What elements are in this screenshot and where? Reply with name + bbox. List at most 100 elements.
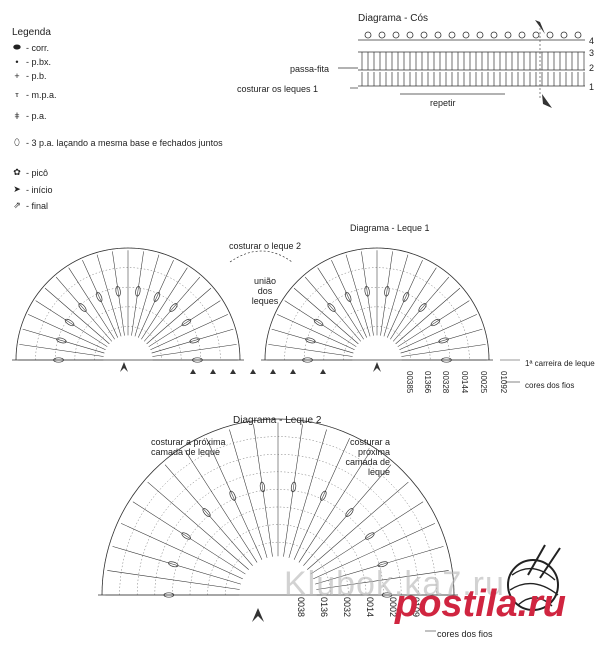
leque1-title: Diagrama - Leque 1 [350,223,430,233]
chain-icon: ⬬ [13,42,21,52]
cos-row-2: 2 [589,63,595,73]
leque1-code: 01092 [499,371,508,394]
leque2-fan-stitch [310,501,424,575]
leque2-fan-cluster [320,490,327,501]
picot-mark [462,31,470,39]
leque2-fan-cluster [229,490,236,501]
double-crochet-icon: ǂ [14,111,20,121]
picot-mark [448,31,456,39]
leque2-fan-stitch [313,523,436,580]
leque1-fan-left-cluster [169,303,178,312]
leque2-fan-cluster [202,508,211,517]
join-marker [250,369,256,374]
leque1-fan-right-stitch [380,251,393,336]
start-arrow-icon: ➤ [13,184,21,194]
leque2-fan-stitch [120,523,243,580]
leque1-fan-left-ring [15,247,241,361]
knitting-needle-icon [539,547,561,579]
join-marker [320,369,326,374]
leque1-fan-right-stitch [401,344,486,357]
join-marker [270,369,276,374]
leque2-fan-stitch [253,424,273,557]
leque1-fan-right-cluster [313,318,324,327]
knitting-needle-icon [527,544,546,576]
leque1-fan-left-cluster [135,285,141,297]
legend-item-inicio: ➤- início [13,184,53,195]
leque1-uniao: união dos leques [251,276,279,306]
picot-mark [420,31,428,39]
leque2-fan-cluster [181,532,191,540]
legend-item-final: ⇗- final [13,200,49,211]
leque2-title: Diagrama - Leque 2 [233,415,322,426]
join-marker [230,369,236,374]
leque1-fan-left-stitch [28,314,106,351]
leque1-fan-left-stitch [131,251,144,336]
start-marker [120,362,128,372]
picot-mark [504,31,512,39]
leque2-fan-ring [101,418,455,596]
leque1-cores: cores dos fios [525,381,575,390]
leque1-fan-right-stitch [317,267,364,340]
leque1-fan-left-stitch [148,300,221,347]
leque1-fan-left-stitch [141,267,188,340]
leque1-fan-left-stitch [146,287,212,345]
start-marker [252,608,264,622]
leque1-fan-right-cluster [402,291,410,302]
leque2-fan-stitch [229,429,268,558]
leque1-fan-left-stitch [137,260,174,338]
leque1-fan-left-stitch [112,251,125,336]
leque2-fan-stitch [184,449,258,563]
leque2-fan-stitch [307,481,409,570]
leque1-code: 00144 [460,371,469,394]
leque2-right-note: costurar a próxima camada de leque [345,437,390,477]
picot-mark [406,31,414,39]
leque1-fan-left-stitch [68,267,115,340]
picot-mark [560,31,568,39]
leque1-fan-left-cluster [56,337,67,344]
leque1-fan-left-stitch [22,328,105,354]
legend-item-mpa: ⲧ- m.p.a. [12,89,56,100]
leque1-fan-right-stitch [361,251,374,336]
leque2-cores: cores dos fios [437,629,493,639]
leque2-fan-stitch [316,570,449,590]
legend-item-pb: +- p.b. [12,71,46,81]
picot-mark [532,31,540,39]
leque1-fan-left-cluster [153,291,161,302]
leque1-fan-right-stitch [293,287,359,345]
leque1-fan-left-stitch [82,260,119,338]
watermark-klubok: Klubok.ka7.ru [284,565,505,603]
picot-mark [378,31,386,39]
picot-mark [574,31,582,39]
leque1-fan-right-stitch [392,276,450,342]
half-double-icon: ⲧ [15,89,19,99]
leque1-fan-left-cluster [189,337,200,344]
legend-item-pico: ✿- picô [13,167,49,178]
leque2-fan-stitch [288,429,327,558]
picot-mark [546,31,554,39]
leque1-fan-left-stitch [96,254,122,337]
leque1-fan-right-cluster [305,337,316,344]
leque1-fan-left-stitch [55,276,113,342]
leque1-fan-left-cluster [115,285,121,297]
leque1-fan-left-stitch [152,344,237,357]
leque1-code: 00385 [405,371,414,394]
cos-row-3: 3 [589,48,595,58]
picot-mark [392,31,400,39]
leque2-fan-stitch [206,437,263,560]
leque1-fan-left-stitch [143,276,201,342]
leque1-carreira: 1ª carreira de leque [525,359,595,368]
leque1-fan-right-stitch [395,287,461,345]
leque2-fan-stitch [164,464,253,566]
leque1-fan-right-ring [264,247,490,361]
leque2-left-note: costurar a próxima camada de leque [151,437,226,457]
leque1-fan-right-stitch [345,254,371,337]
join-marker [190,369,196,374]
legend-item-corr: ⬬- corr. [13,42,50,53]
leque1-fan-left-cluster [181,318,192,327]
leque1-fan-right-cluster [384,285,390,297]
picot-icon: ✿ [13,167,21,177]
leque2-fan-stitch [315,546,444,585]
leque1-fan-right-stitch [284,300,357,347]
leque2-fan-cluster [259,481,266,493]
cos-costurar: costurar os leques 1 [237,84,319,94]
